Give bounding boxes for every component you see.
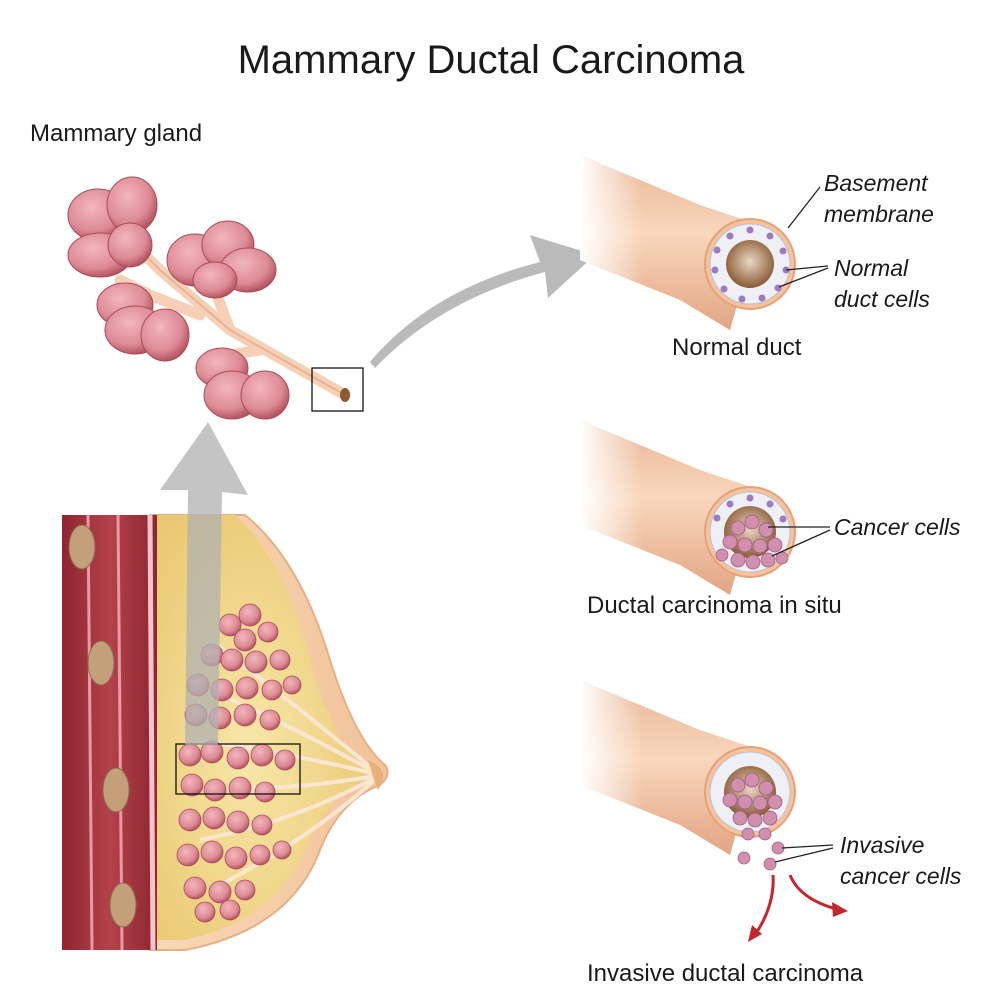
dcis-cancer-cells [715, 514, 789, 570]
zoom-arrow-to-duct [370, 235, 595, 368]
annotation-normal-duct-cells-line-1: Normal [834, 255, 909, 281]
invasive-duct-illustration [580, 680, 796, 871]
invasion-arrows [753, 874, 841, 936]
annotation-basement-line-2: membrane [824, 201, 934, 227]
rib-3 [102, 767, 130, 813]
gland-lobule-cluster-3 [96, 282, 190, 362]
invasive-cancer-cells-mass [722, 772, 783, 841]
rib-2 [87, 640, 115, 686]
annotation-invasive-line-2: cancer cells [840, 863, 962, 889]
annotation-basement-line-1: Basement [824, 170, 928, 196]
annotation-cancer-cells: Cancer cells [834, 514, 961, 540]
diagram-title: Mammary Ductal Carcinoma [237, 38, 745, 82]
label-mammary-gland: Mammary gland [30, 120, 203, 147]
label-ductal-carcinoma-in-situ: Ductal carcinoma in situ [587, 592, 842, 619]
breast-zoom-box [175, 743, 301, 795]
annotation-normal-duct-cells-line-2: duct cells [834, 286, 930, 312]
label-normal-duct: Normal duct [672, 334, 802, 361]
normal-duct-illustration [580, 155, 796, 330]
chest-wall-muscle [62, 515, 157, 950]
zoom-arrow-to-gland [160, 422, 248, 745]
rib-4 [109, 882, 137, 928]
gland-lobule-cluster-2 [166, 220, 277, 299]
nipple [368, 760, 384, 790]
annotation-invasive-line-1: Invasive [840, 832, 925, 858]
gland-lobule-cluster-1 [67, 176, 158, 278]
mammary-gland-illustration [67, 176, 364, 420]
label-invasive-ductal-carcinoma: Invasive ductal carcinoma [587, 960, 864, 987]
escaping-cancer-cells [737, 841, 785, 871]
gland-zoom-box [311, 367, 364, 412]
breast-cross-section [62, 514, 389, 951]
dcis-duct-illustration [580, 420, 796, 595]
gland-lobule-cluster-4 [195, 347, 290, 420]
rib-1 [68, 524, 96, 570]
